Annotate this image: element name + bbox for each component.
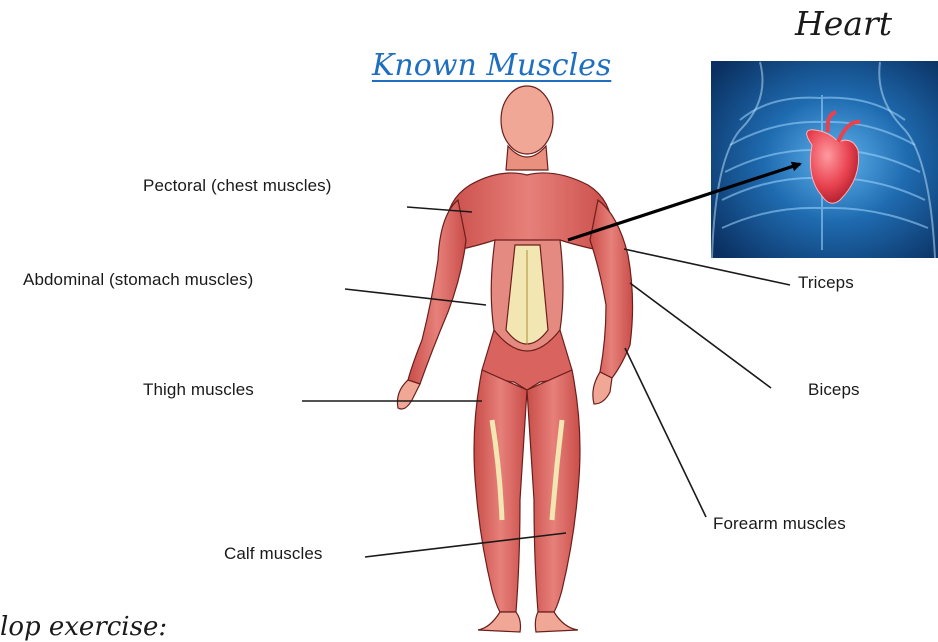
triceps-label: Triceps [798, 273, 854, 293]
left-foot [478, 612, 521, 632]
pectoral-label: Pectoral (chest muscles) [143, 176, 332, 196]
biceps-line [630, 283, 771, 388]
muscle-figure [397, 86, 632, 632]
forearm-label: Forearm muscles [713, 514, 846, 534]
head [501, 86, 553, 154]
left-arm [408, 200, 466, 384]
heart-illustration [711, 61, 938, 258]
forearm-line [625, 348, 706, 517]
heart-label: Heart [795, 4, 892, 43]
abdominal-label: Abdominal (stomach muscles) [23, 270, 253, 290]
calf-label: Calf muscles [224, 544, 323, 564]
thigh-label: Thigh muscles [143, 380, 254, 400]
biceps-label: Biceps [808, 380, 860, 400]
right-foot [535, 612, 578, 632]
left-hand [397, 380, 420, 409]
abdominal-line [345, 289, 486, 305]
page-title: Known Muscles [372, 48, 611, 83]
right-hand [593, 372, 612, 404]
